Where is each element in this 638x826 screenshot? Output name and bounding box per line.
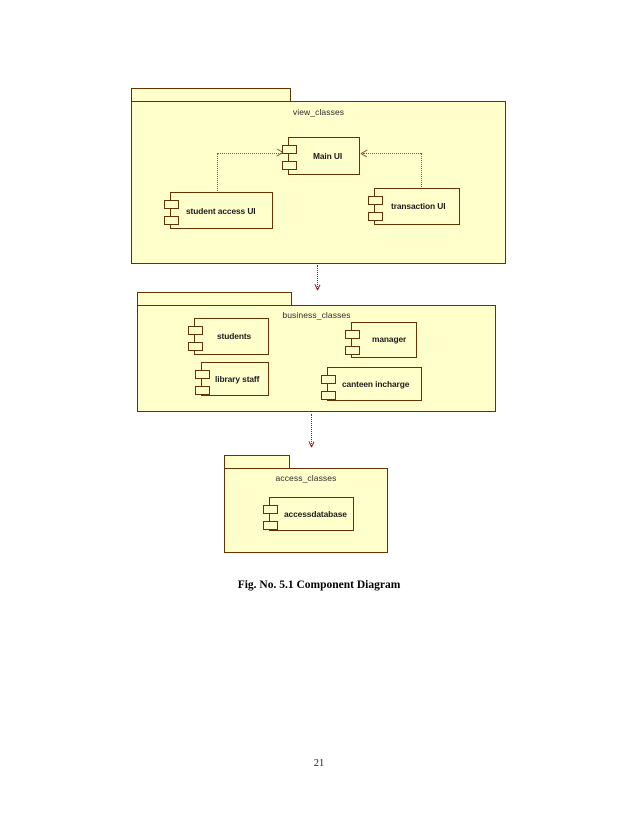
package-body-business-classes [137, 305, 496, 412]
component-port-stub-lower [195, 386, 210, 395]
component-main-ui[interactable]: Main UI [282, 137, 360, 175]
package-tab-view-classes [131, 88, 291, 101]
component-port-stub-lower [321, 391, 336, 400]
component-port-stub-lower [345, 346, 360, 355]
package-access-classes[interactable]: access_classes accessdatabase [224, 455, 388, 553]
component-port-stub-upper [188, 326, 203, 335]
component-port-stub-upper [282, 145, 297, 154]
package-view-classes[interactable]: view_classes Main UI student access UI t… [131, 88, 506, 264]
component-port-stub-lower [263, 521, 278, 530]
component-manager[interactable]: manager [345, 322, 417, 358]
component-student-access-ui[interactable]: student access UI [164, 192, 273, 229]
dependency-view-to-business-line [317, 265, 318, 289]
dependency-student-access-to-main-horizontal [217, 153, 281, 154]
component-port-stub-upper [195, 370, 210, 379]
dependency-business-to-access-line [311, 414, 312, 446]
component-label-transaction-ui: transaction UI [391, 201, 446, 211]
page-number: 21 [313, 758, 325, 769]
dependency-transaction-to-main-vertical [421, 153, 422, 195]
component-label-canteen-incharge: canteen incharge [342, 379, 410, 389]
component-label-main-ui: Main UI [313, 151, 343, 161]
component-canteen-incharge[interactable]: canteen incharge [321, 367, 422, 401]
package-title-access-classes: access_classes [275, 473, 337, 483]
package-body-view-classes [131, 101, 506, 264]
component-students[interactable]: students [188, 318, 269, 355]
package-tab-business-classes [137, 292, 292, 305]
component-accessdatabase[interactable]: accessdatabase [263, 497, 354, 531]
component-port-stub-lower [188, 342, 203, 351]
component-port-stub-lower [164, 216, 179, 225]
component-port-stub-upper [368, 196, 383, 205]
package-business-classes[interactable]: business_classes students library staff … [137, 292, 496, 412]
component-label-students: students [217, 331, 252, 341]
component-label-accessdatabase: accessdatabase [284, 509, 347, 519]
package-title-view-classes: view_classes [292, 107, 345, 117]
package-tab-access-classes [224, 455, 290, 468]
figure-caption: Fig. No. 5.1 Component Diagram [237, 579, 401, 591]
package-title-business-classes: business_classes [282, 310, 351, 320]
component-port-stub-lower [368, 212, 383, 221]
component-port-stub-lower [282, 161, 297, 170]
component-library-staff[interactable]: library staff [195, 362, 269, 396]
dependency-transaction-to-main-horizontal [363, 153, 421, 154]
component-port-stub-upper [321, 375, 336, 384]
component-port-stub-upper [345, 330, 360, 339]
component-transaction-ui[interactable]: transaction UI [368, 188, 460, 225]
component-label-student-access-ui: student access UI [186, 206, 256, 216]
component-port-stub-upper [164, 200, 179, 209]
component-port-stub-upper [263, 505, 278, 514]
dependency-student-access-to-main-vertical [217, 153, 218, 193]
component-label-manager: manager [372, 334, 407, 344]
component-label-library-staff: library staff [215, 374, 260, 384]
